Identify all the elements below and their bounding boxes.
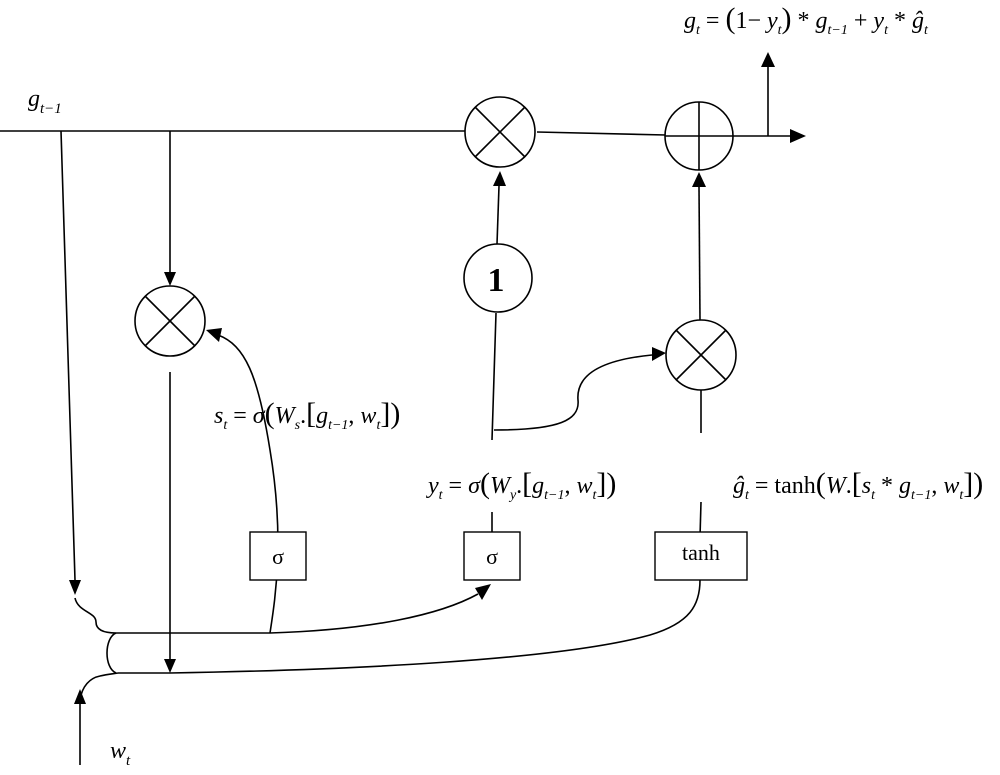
- sigma-s-to-s-multiply-curve: [206, 328, 279, 634]
- g-prev-branch-to-s-multiply: [164, 131, 176, 286]
- g-prev-branch-left: [60, 130, 81, 595]
- y-to-one-arrow: [493, 171, 506, 245]
- g-prev-label: gt−1: [28, 86, 62, 117]
- tanh-box: tanh: [654, 531, 748, 581]
- candidate-multiply-to-add-arrow: [692, 172, 706, 321]
- y-gate-equation: yt = σ(Wy.[gt−1, wt]): [426, 467, 616, 503]
- s-multiply-down-line: [164, 372, 176, 673]
- y-to-candidate-multiply-curve: [493, 347, 666, 431]
- bus-to-sigma-y: [269, 584, 491, 634]
- sigma-y-label: σ: [486, 544, 498, 569]
- candidate-equation: ĝt = tanh(W.[st * gt−1, wt]): [733, 467, 983, 503]
- w-input-arrow: [74, 689, 86, 765]
- state-line: [0, 129, 806, 143]
- one-minus-node: 1: [463, 243, 533, 313]
- output-up-arrow: [761, 52, 775, 136]
- output-equation: gt = (1− yt) * gt−1 + yt * ĝt: [684, 2, 929, 38]
- s-gate-equation: st = σ(Ws.[gt−1, wt]): [214, 397, 400, 433]
- input-bundle: [74, 597, 270, 701]
- one-minus-label: 1: [488, 262, 505, 299]
- add-node-output: [664, 101, 734, 171]
- sigma-s-label: σ: [272, 544, 284, 569]
- y-sigma-up-line: [491, 312, 497, 537]
- sigma-y-box: σ: [463, 531, 521, 581]
- w-input-label: wt: [110, 738, 131, 769]
- sigma-s-box: σ: [249, 531, 307, 581]
- tanh-up-line: [699, 390, 702, 538]
- tanh-label: tanh: [682, 540, 720, 565]
- multiply-node-forget: [464, 96, 536, 168]
- multiply-node-candidate: [665, 319, 737, 391]
- bus-to-tanh: [118, 579, 701, 674]
- multiply-node-s: [134, 285, 206, 357]
